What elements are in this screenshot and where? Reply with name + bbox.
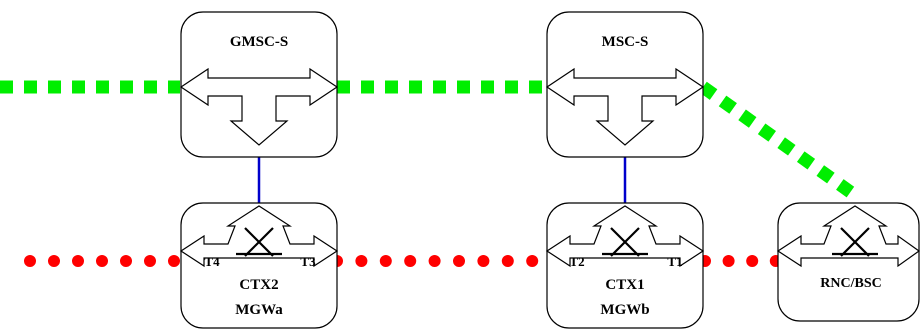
mgwa-label: MGWa [235, 302, 283, 318]
mgwa-context-label: CTX2 [239, 277, 278, 293]
switch-cross-icon [602, 227, 648, 257]
rnc-bsc-label: RNC/BSC [820, 276, 881, 291]
msc-s-label: MSC-S [602, 34, 649, 50]
bidirectional-t-arrow-icon [545, 67, 705, 146]
msc-s-node: MSC-S [545, 11, 705, 158]
signalling-links [0, 80, 860, 202]
mgwa-box [180, 202, 338, 329]
switch-arrow-icon [545, 205, 705, 268]
mgwb-label: MGWb [600, 302, 649, 318]
mgwb-port-right: T1 [667, 254, 682, 269]
mgwa-node: T4 T3 CTX2 MGWa [179, 202, 339, 329]
mgwb-context-label: CTX1 [605, 277, 644, 293]
mgwb-box [546, 202, 704, 329]
signalling-link-msc-rnc [699, 81, 860, 202]
mgwa-port-left: T4 [204, 254, 220, 269]
mgwa-port-right: T3 [300, 254, 316, 269]
rnc-bsc-node: RNC/BSC [776, 202, 921, 322]
gmsc-s-label: GMSC-S [230, 34, 288, 50]
mgwb-port-left: T2 [569, 254, 584, 269]
bidirectional-t-arrow-icon [179, 67, 339, 146]
mgwb-node: T2 T1 CTX1 MGWb [545, 202, 705, 329]
switch-cross-icon [832, 227, 878, 257]
gmsc-s-node: GMSC-S [179, 11, 339, 158]
rnc-bsc-box [777, 202, 920, 322]
switch-cross-icon [236, 227, 282, 257]
switch-arrow-icon [179, 205, 339, 268]
